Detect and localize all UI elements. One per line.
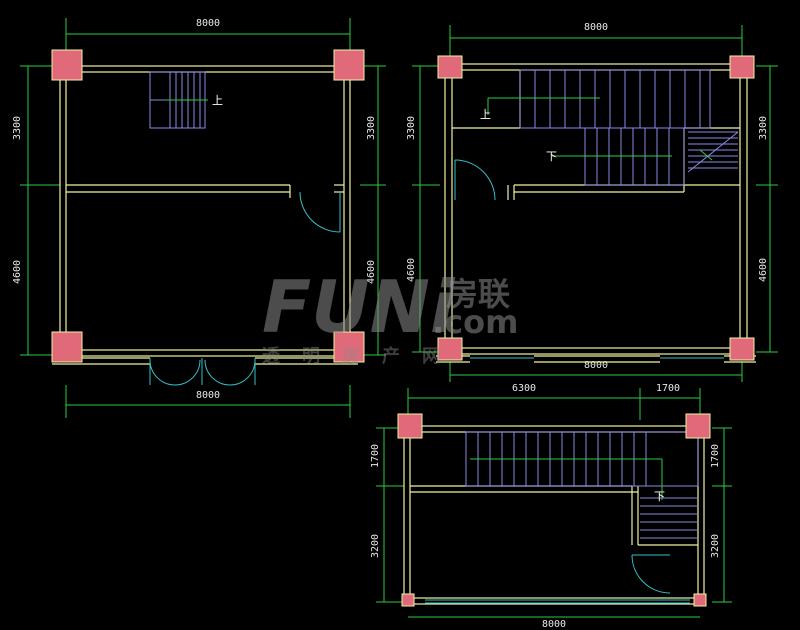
plan-c-dim-left-upper: 1700	[370, 444, 381, 468]
plan-c-dimensions	[376, 388, 732, 618]
plan-c-door	[631, 554, 671, 594]
plan-a-dim-right-lower: 4600	[366, 260, 377, 284]
plan-b-dim-left-lower: 4600	[406, 258, 417, 282]
plan-a-dim-left-lower: 4600	[12, 260, 23, 284]
plan-b-stair-label-down: 下	[546, 150, 557, 163]
watermark-tagline: 透明房产网	[262, 345, 462, 367]
plan-b-dim-left-upper: 3300	[406, 116, 417, 140]
plan-b-dim-right-lower: 4600	[758, 258, 769, 282]
plan-c-stairs	[465, 431, 699, 539]
plan-c-windows	[425, 599, 690, 604]
plan-b-dim-right-upper: 3300	[758, 116, 769, 140]
plan-c-dim-top-left: 6300	[512, 383, 536, 394]
plan-a-dim-top: 8000	[196, 18, 220, 29]
plan-a-dim-left-upper: 3300	[12, 116, 23, 140]
floor-plan-b: 8000 8000 3300 4600 3300 4600	[406, 22, 778, 382]
watermark-domain: .com	[432, 303, 518, 341]
plan-b-stair-label-up: 上	[480, 108, 491, 121]
plan-a-door	[299, 191, 341, 233]
plan-a-entrance-doors	[149, 358, 256, 386]
plan-b-columns	[437, 55, 755, 361]
plan-b-dim-bottom: 8000	[584, 360, 608, 371]
plan-a-dim-right-upper: 3300	[366, 116, 377, 140]
plan-c-dim-right-lower: 3200	[710, 534, 721, 558]
watermark: FUNi 房联 .com 透明房产网	[262, 265, 518, 367]
floor-plan-c: 6300 1700 8000 1700 3200 1700 3200	[370, 383, 732, 630]
plan-a-stair-label: 上	[212, 94, 223, 107]
plan-b-dimensions	[412, 25, 778, 382]
plan-c-stair-label: 下	[654, 490, 665, 503]
watermark-logo: FUNi	[262, 265, 456, 349]
plan-a-dim-bottom: 8000	[196, 390, 220, 401]
plan-b-door	[454, 159, 496, 201]
plan-b-dim-top: 8000	[584, 22, 608, 33]
floor-plan-a: 8000 8000 3300 4600 3300 4600	[12, 18, 386, 418]
plan-c-walls	[403, 425, 705, 605]
plan-b-stair-arrows	[487, 97, 713, 161]
plan-a-columns	[51, 49, 365, 363]
plan-c-dim-right-upper: 1700	[710, 444, 721, 468]
plan-c-dim-left-lower: 3200	[370, 534, 381, 558]
plan-c-stair-arrow	[470, 458, 663, 500]
plan-b-stairs	[519, 69, 739, 186]
watermark-brand: 房联	[446, 275, 510, 313]
plan-c-dim-top-right: 1700	[656, 383, 680, 394]
plan-c-columns	[397, 413, 711, 607]
plan-c-dim-bottom: 8000	[542, 619, 566, 630]
